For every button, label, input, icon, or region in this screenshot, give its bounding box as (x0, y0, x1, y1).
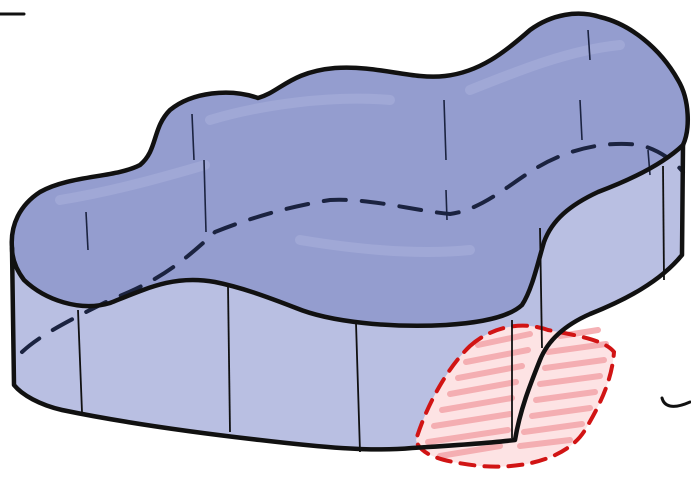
edge-stroke (662, 398, 690, 406)
